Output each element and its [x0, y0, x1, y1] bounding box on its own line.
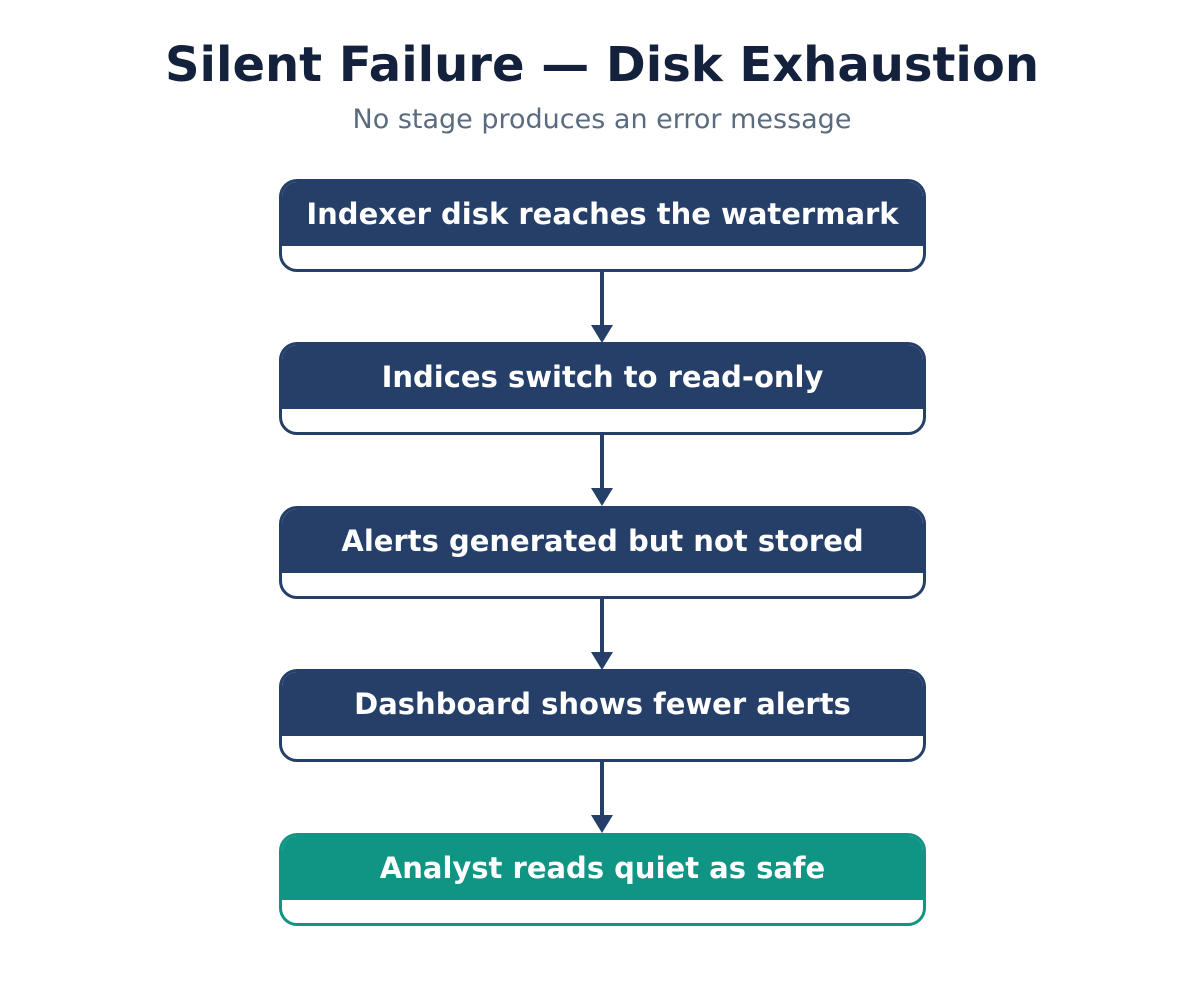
step-box: Indices switch to read-only: [279, 342, 926, 435]
flow-arrow: [591, 433, 613, 506]
flow-arrow: [591, 597, 613, 670]
flow-arrow: [591, 270, 613, 343]
step-header: Indices switch to read-only: [282, 345, 923, 409]
step-box: Indexer disk reaches the watermark: [279, 179, 926, 272]
step-header: Alerts generated but not stored: [282, 509, 923, 573]
step-label: Indexer disk reaches the watermark: [306, 197, 899, 231]
step-header: Dashboard shows fewer alerts: [282, 672, 923, 736]
step-label: Alerts generated but not stored: [341, 524, 864, 558]
flow-arrow: [591, 760, 613, 833]
page-subtitle: No stage produces an error message: [352, 104, 852, 135]
step-box: Dashboard shows fewer alerts: [279, 669, 926, 762]
page-title: Silent Failure — Disk Exhaustion: [164, 37, 1040, 93]
step-label: Analyst reads quiet as safe: [379, 851, 826, 885]
step-label: Indices switch to read-only: [381, 360, 824, 394]
step-box: Alerts generated but not stored: [279, 506, 926, 599]
step-box-final: Analyst reads quiet as safe: [279, 833, 926, 926]
step-header: Analyst reads quiet as safe: [282, 836, 923, 900]
step-header: Indexer disk reaches the watermark: [282, 182, 923, 246]
step-label: Dashboard shows fewer alerts: [354, 687, 851, 721]
